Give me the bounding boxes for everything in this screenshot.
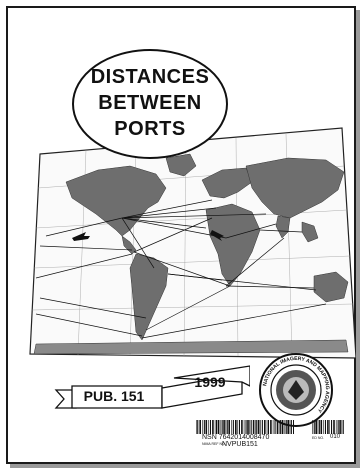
barcode-bar	[231, 420, 232, 434]
publication-year: 1999	[194, 374, 226, 390]
barcode-bar	[257, 420, 260, 434]
barcode-bar	[219, 420, 221, 434]
barcode-bar	[324, 420, 326, 434]
barcode-bar	[270, 420, 272, 434]
barcode-bar	[313, 420, 315, 434]
barcode-bar	[216, 420, 218, 434]
barcode-bar	[331, 420, 333, 434]
barcode-bar	[245, 420, 247, 434]
nima-ref-label: NIMA REF NO.	[202, 442, 226, 446]
barcode-bar	[290, 420, 292, 434]
barcode-bar	[252, 420, 255, 434]
barcode-bar	[202, 420, 203, 434]
barcode-bar	[266, 420, 268, 434]
barcode-bar	[280, 420, 282, 434]
barcode-bar	[221, 420, 223, 434]
barcode-bar	[274, 420, 276, 434]
barcode-bar	[217, 420, 220, 434]
barcode-bar	[214, 420, 216, 434]
barcode-bar	[226, 420, 228, 434]
barcode-bar	[287, 420, 289, 434]
barcode	[196, 420, 294, 434]
barcode-bar	[284, 420, 286, 434]
title-line-2: BETWEEN	[98, 92, 202, 114]
barcode-bar	[250, 420, 252, 434]
barcode-bar	[339, 420, 341, 434]
world-map	[29, 127, 356, 359]
barcode-bar	[261, 420, 263, 434]
title-oval	[72, 49, 228, 159]
barcode-bar	[223, 420, 225, 434]
barcode-bar	[238, 420, 240, 434]
barcode-bar	[278, 420, 280, 434]
publication-banner	[54, 365, 250, 409]
edition-number: 010	[330, 434, 341, 440]
barcode-bar	[260, 420, 261, 434]
barcode-bar	[235, 420, 237, 434]
barcode-bar	[237, 420, 238, 434]
barcode-bar	[212, 420, 214, 434]
barcode-bar	[323, 420, 324, 434]
edition-barcode	[312, 420, 344, 434]
barcode-bar	[241, 420, 243, 434]
barcode-bar	[329, 420, 330, 434]
barcode-bar	[293, 420, 294, 434]
title-line-1: DISTANCES	[90, 66, 210, 88]
barcode-bar	[225, 420, 227, 434]
barcode-bar	[318, 420, 320, 434]
barcode-bar	[276, 420, 279, 434]
edition-label: ED NO.	[312, 436, 325, 440]
barcode-bar	[199, 420, 201, 434]
barcode-bar	[196, 420, 197, 434]
agency-seal-icon: NATIONAL IMAGERY AND MAPPING AGENCY	[259, 353, 333, 427]
barcode-bar	[264, 420, 266, 434]
nima-ref-number: NVPUB151	[222, 441, 258, 448]
barcode-bar	[335, 420, 337, 434]
barcode-bar	[203, 420, 205, 434]
barcode-bar	[247, 420, 249, 434]
barcode-bar	[272, 420, 274, 434]
barcode-bar	[312, 420, 313, 434]
barcode-bar	[315, 420, 317, 434]
barcode-bar	[232, 420, 234, 434]
barcode-bar	[320, 420, 323, 434]
barcode-bar	[337, 420, 339, 434]
barcode-bar	[209, 420, 211, 434]
title-line-3: PORTS	[114, 118, 186, 140]
barcode-bar	[285, 420, 287, 434]
barcode-bar	[289, 420, 291, 434]
publication-number: PUB. 151	[83, 388, 145, 404]
barcode-bar	[341, 420, 343, 434]
barcode-bar	[256, 420, 258, 434]
barcode-bar	[197, 420, 199, 434]
barcode-bar	[205, 420, 208, 434]
barcode-bar	[327, 420, 329, 434]
barcode-bar	[243, 420, 245, 434]
barcode-bar	[281, 420, 284, 434]
barcode-bar	[255, 420, 256, 434]
barcode-bar	[249, 420, 250, 434]
barcode-bar	[228, 420, 230, 434]
barcode-bar	[342, 420, 344, 434]
barcode-bar	[333, 420, 335, 434]
nsn-number: NSN 7642014008470	[202, 434, 270, 441]
barcode-bar	[208, 420, 209, 434]
barcode-bar	[267, 420, 269, 434]
barcode-bar	[317, 420, 319, 434]
